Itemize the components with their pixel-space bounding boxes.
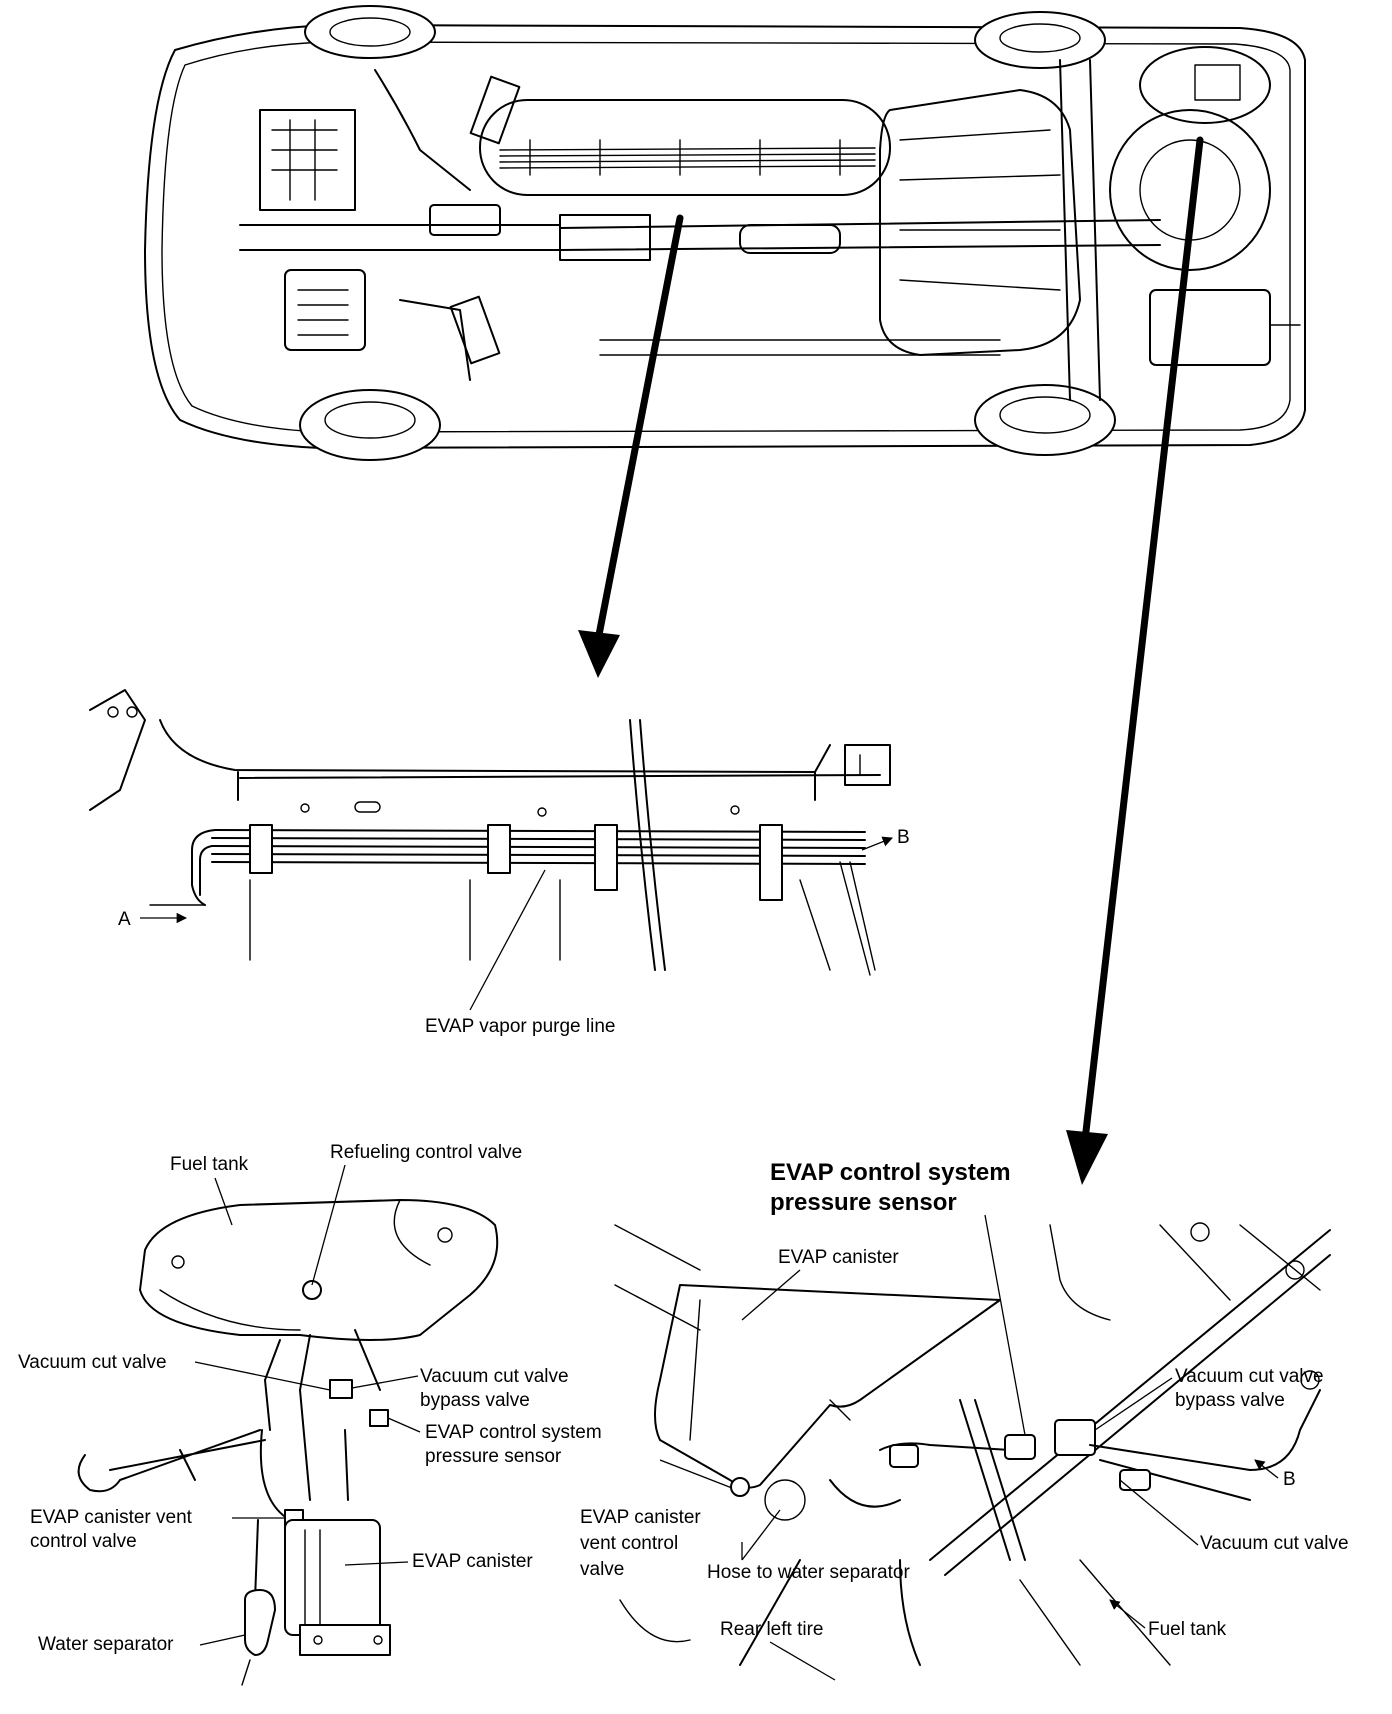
refueling-control-valve-label: Refueling control valve [330, 1142, 522, 1163]
point-b-label: B [897, 827, 910, 848]
catalytic-converter [559, 214, 651, 261]
fuel-tank-label: Fuel tank [170, 1154, 249, 1175]
detail-title-line-2: pressure sensor [770, 1189, 957, 1216]
pressure-sensor-detail-view [614, 1222, 1331, 1666]
fuel-tank-assembly-view [77, 1199, 499, 1686]
detail-vacuum-cut-valve-bypass-valve-label-1: Vacuum cut valve [1175, 1366, 1324, 1387]
arrow-head-purge-line [578, 630, 620, 678]
purge-line-detail-view [89, 689, 891, 976]
evap-canister-vent-control-valve-label-2: control valve [30, 1531, 137, 1552]
detail-evap-canister-label: EVAP canister [778, 1247, 899, 1268]
vacuum-cut-valve-bypass-valve-label-2: bypass valve [420, 1390, 530, 1411]
evap-canister-body [284, 1519, 381, 1636]
fuel-tank-evap-canister-label: EVAP canister [412, 1551, 533, 1572]
arrow-to-pressure-sensor [1081, 136, 1204, 1144]
detail-evap-canister [654, 1284, 1001, 1489]
detail-evap-canister-vent-control-valve-label-3: valve [580, 1559, 624, 1580]
rear-canister [1149, 289, 1271, 366]
detail-vacuum-cut-valve-bypass-valve-label-2: bypass valve [1175, 1390, 1285, 1411]
water-separator-label: Water separator [38, 1634, 174, 1655]
vacuum-cut-valve-bypass-valve-label-1: Vacuum cut valve [420, 1366, 569, 1387]
evap-canister-vent-control-valve-label-1: EVAP canister vent [30, 1507, 193, 1528]
detail-point-b-label: B [1283, 1469, 1296, 1490]
detail-evap-canister-vent-control-valve-label-2: vent control [580, 1533, 678, 1554]
transmission [284, 269, 366, 351]
vehicle-underbody-view [144, 5, 1306, 461]
detail-rear-left-tire-label: Rear left tire [720, 1619, 823, 1640]
fuel-tank-outline [879, 89, 1081, 356]
arrow-to-purge-line [594, 214, 684, 644]
spare-tire [1109, 109, 1271, 271]
purge-line-highlight [479, 99, 891, 196]
pressure-sensor-highlight [1139, 46, 1271, 124]
detail-hose-to-water-separator-label: Hose to water separator [707, 1562, 910, 1583]
detail-evap-canister-vent-control-valve-label-1: EVAP canister [580, 1507, 701, 1528]
evap-pressure-sensor-label-1: EVAP control system [425, 1422, 602, 1443]
front-lower-wheel [299, 389, 441, 461]
rear-lower-wheel [974, 384, 1116, 456]
rear-upper-wheel [974, 11, 1106, 69]
engine-block [259, 109, 356, 211]
arrow-head-pressure-sensor [1066, 1130, 1108, 1185]
detail-fuel-tank-label: Fuel tank [1148, 1619, 1227, 1640]
detail-vacuum-cut-valve-label: Vacuum cut valve [1200, 1533, 1349, 1554]
evap-pressure-sensor-label-2: pressure sensor [425, 1446, 562, 1467]
evap-vapor-purge-line [211, 829, 866, 865]
center-muffler [739, 224, 841, 254]
fuel-tank-body [139, 1199, 499, 1341]
detail-title-line-1: EVAP control system [770, 1159, 1011, 1186]
vacuum-cut-valve-label: Vacuum cut valve [18, 1352, 167, 1373]
water-separator-body [244, 1589, 276, 1656]
front-upper-wheel [304, 5, 436, 59]
evap-vapor-purge-line-label: EVAP vapor purge line [425, 1016, 615, 1037]
point-a-label: A [118, 909, 131, 930]
